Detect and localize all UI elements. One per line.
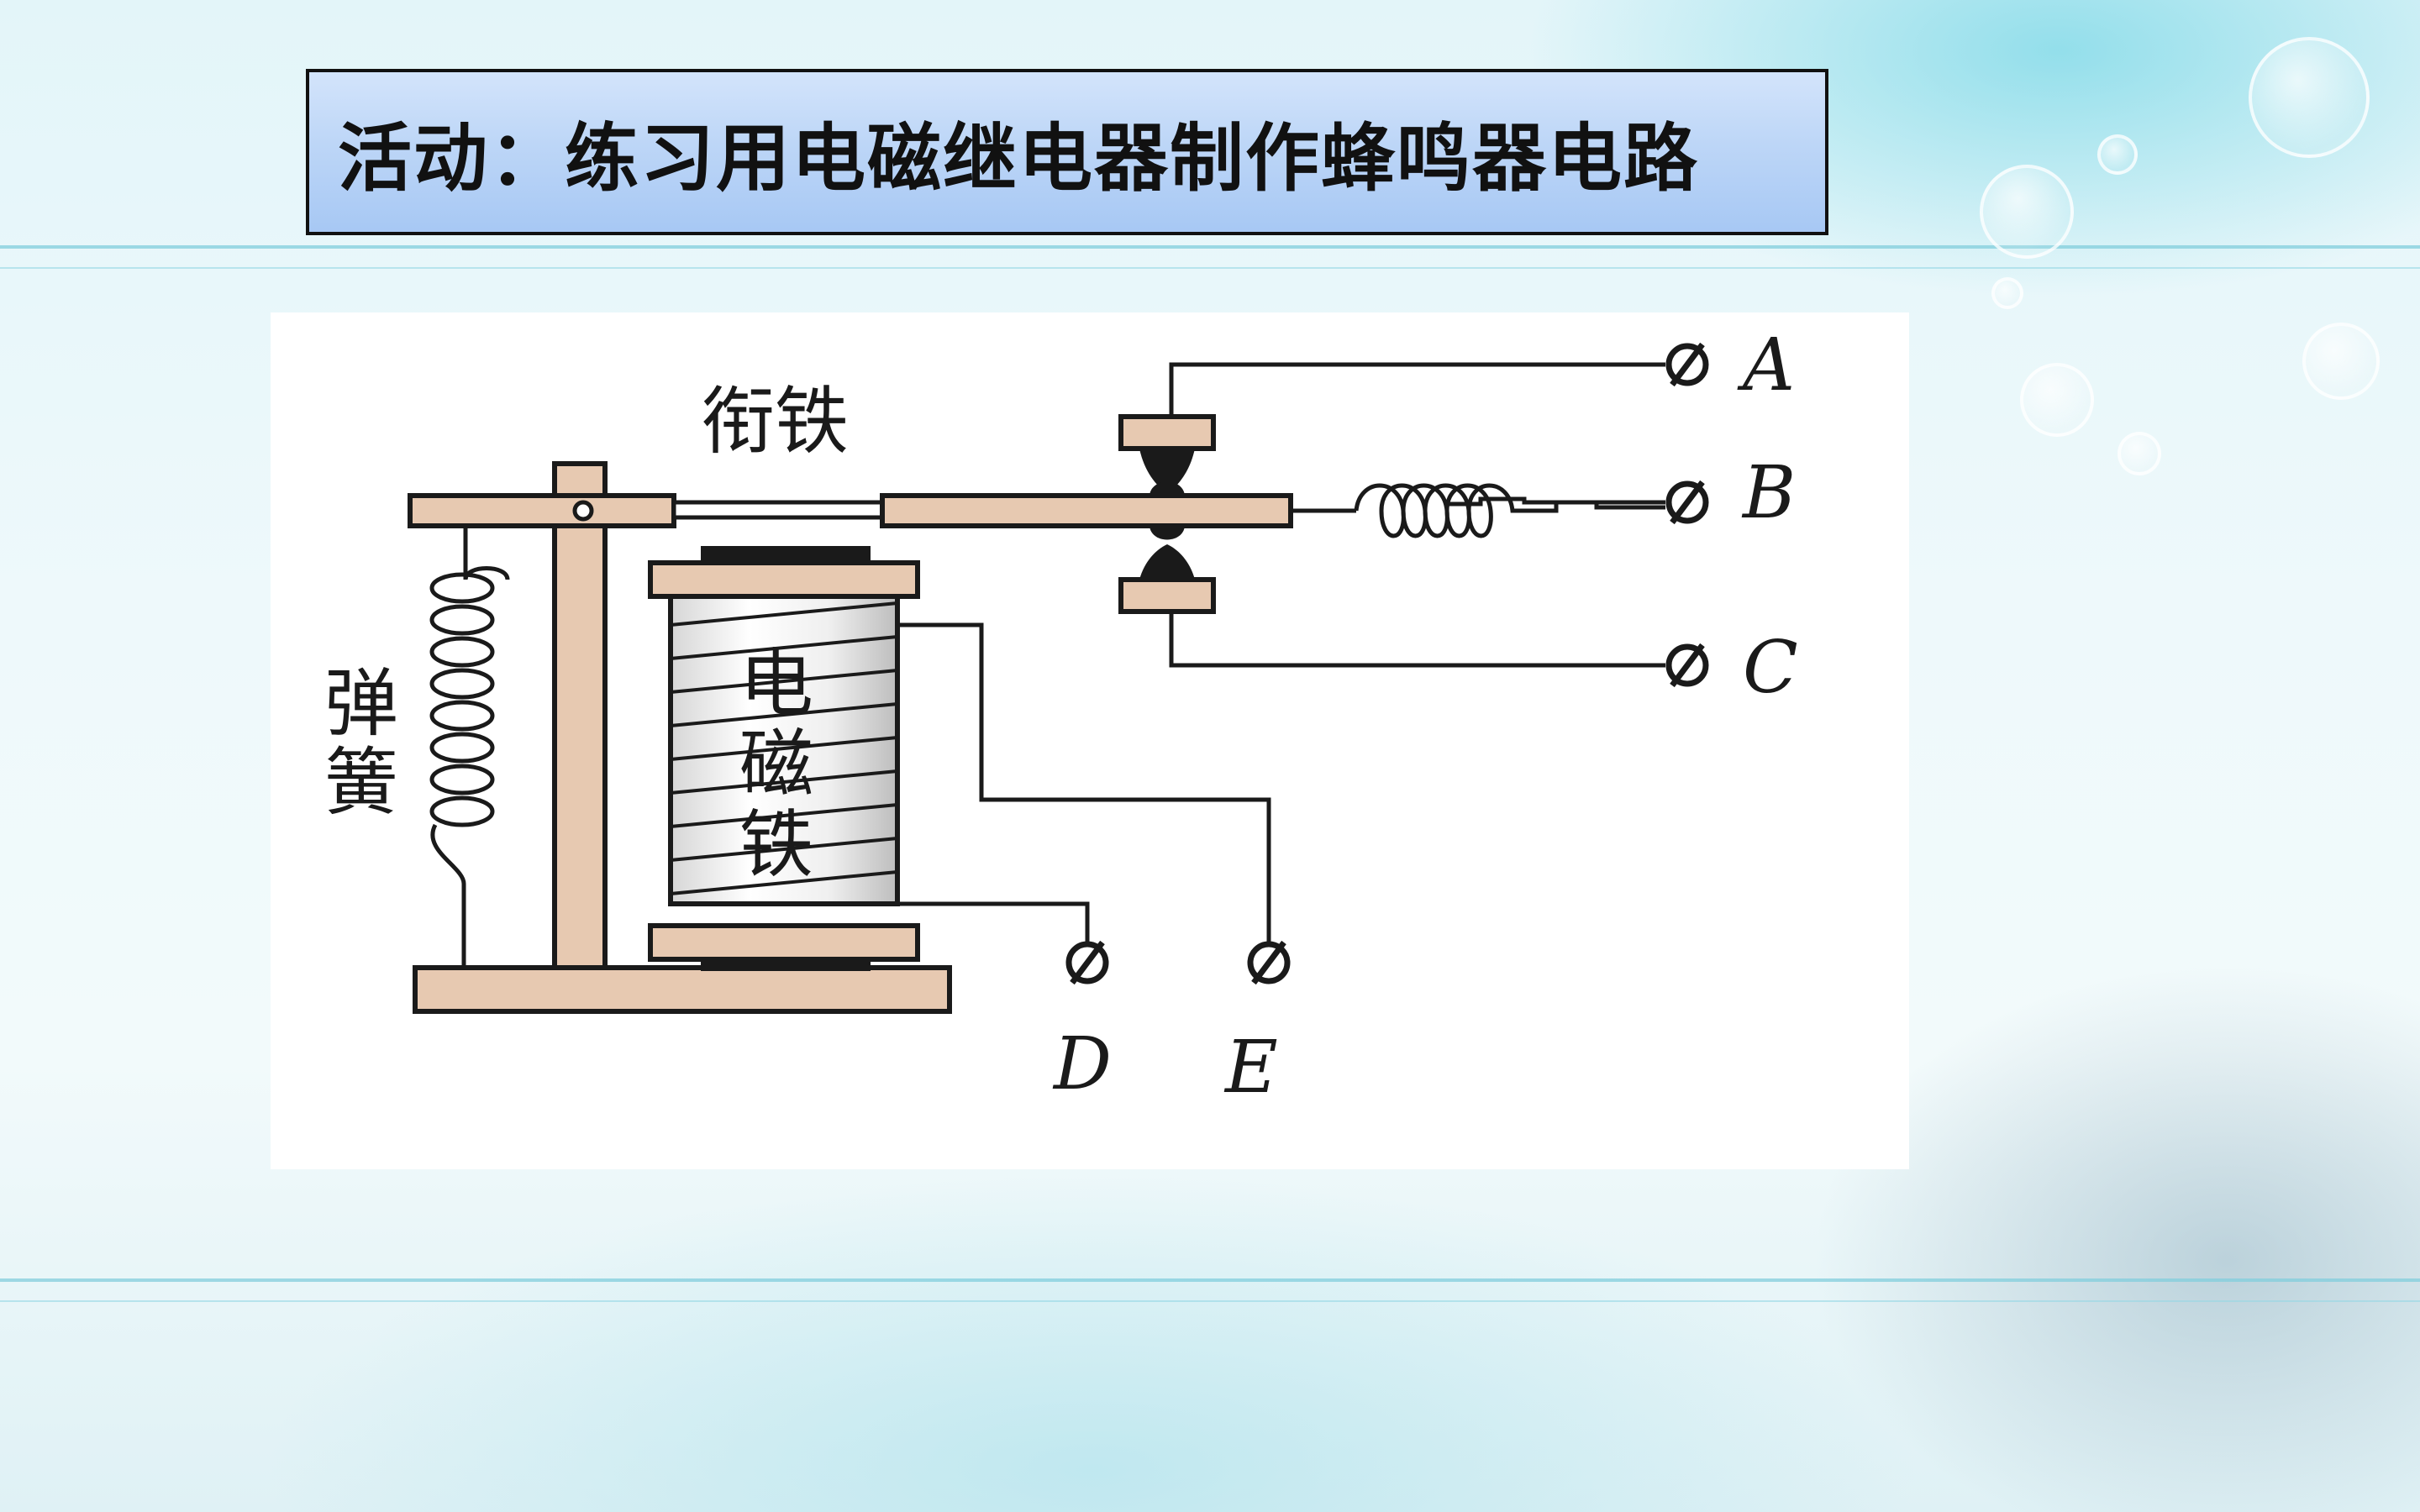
- terminal-e-symbol: [1247, 940, 1291, 985]
- terminal-b-symbol: [1665, 480, 1709, 525]
- armature-contact-lower: [1150, 526, 1185, 540]
- terminal-e-label: E: [1223, 1026, 1278, 1110]
- base-plate: [413, 965, 952, 1014]
- upper-contact-plate: [1118, 414, 1216, 451]
- electromagnet-label-1: 电: [739, 640, 813, 727]
- lower-contact-point: [1139, 544, 1195, 580]
- contact-wires: [1169, 362, 1665, 668]
- terminal-a-label: A: [1737, 323, 1795, 407]
- buzzer-coil: [1354, 483, 1665, 538]
- background-bubble: [1991, 277, 2023, 309]
- terminal-c-symbol: [1665, 643, 1709, 688]
- title-box: 活动：练习用电磁继电器制作蜂鸣器电路: [306, 69, 1828, 235]
- spring: [429, 526, 510, 968]
- electromagnet-label-2: 磁: [739, 721, 813, 807]
- support-post: [552, 461, 608, 970]
- background-bubble: [1980, 165, 2074, 259]
- background-bubble: [2097, 134, 2138, 175]
- upper-contact-point: [1139, 449, 1195, 494]
- background-line-bottom: [0, 1278, 2420, 1282]
- spring-label-1: 弹: [324, 660, 398, 747]
- electromagnet-top-flange: [648, 560, 920, 599]
- background-line-top-thin: [0, 267, 2420, 269]
- pivot-pin: [572, 500, 594, 522]
- terminal-d-label: D: [1052, 1022, 1112, 1106]
- electromagnet-core-bottom: [701, 959, 871, 971]
- coil-windings: [670, 601, 898, 895]
- spring-label-2: 簧: [324, 739, 398, 826]
- relay-diagram-svg: 衔铁 弹 簧 电 磁 铁 A B C D E: [324, 323, 1798, 1110]
- terminal-b-label: B: [1741, 451, 1796, 535]
- relay-diagram: 衔铁 弹 簧 电 磁 铁 A B C D E: [271, 312, 1909, 1169]
- terminal-d-symbol: [1065, 940, 1109, 985]
- background-line-bottom-thin: [0, 1300, 2420, 1302]
- background-bubble: [2302, 323, 2380, 400]
- background-bubble: [2020, 363, 2094, 437]
- armature-label: 衔铁: [701, 378, 849, 465]
- background-line-top: [0, 245, 2420, 249]
- electromagnet-label-3: 铁: [739, 801, 813, 888]
- background-bubble: [2249, 37, 2370, 158]
- background-bubble: [2118, 432, 2161, 475]
- armature-contact-upper: [1150, 481, 1185, 496]
- terminal-a-symbol: [1665, 342, 1709, 387]
- electromagnet-bottom-flange: [648, 923, 920, 962]
- terminal-c-label: C: [1743, 626, 1798, 710]
- coil-leads: [897, 622, 1271, 944]
- armature-contact-arm: [880, 493, 1293, 528]
- armature-lever: [408, 493, 676, 528]
- slide-title: 活动：练习用电磁继电器制作蜂鸣器电路: [338, 113, 1700, 202]
- lower-contact-plate: [1118, 577, 1216, 614]
